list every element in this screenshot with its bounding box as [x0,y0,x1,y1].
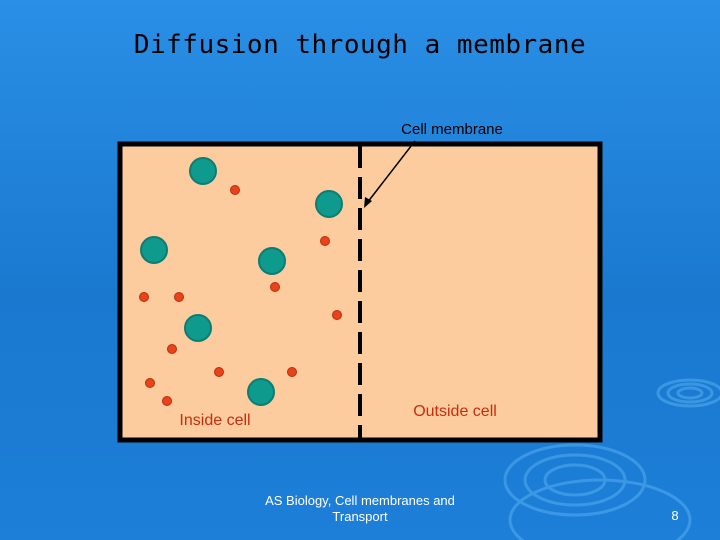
slide-footer: AS Biology, Cell membranes and Transport [265,493,455,524]
large-particle [315,190,343,218]
small-particle [167,344,177,354]
large-particle [189,157,217,185]
slide-title: Diffusion through a membrane [133,30,587,60]
outside-cell-label: Outside cell [413,403,497,420]
small-particle [270,282,280,292]
small-particle [145,378,155,388]
page-number: 8 [671,508,679,523]
large-particle [258,247,286,275]
arrow-head [364,197,372,208]
ripple-decoration [503,378,720,540]
large-particle [184,314,212,342]
small-particle [139,292,149,302]
large-particles [140,157,343,406]
small-particle [174,292,184,302]
small-particle [214,367,224,377]
membrane-pointer-arrow [366,140,416,204]
small-particle [162,396,172,406]
small-particles [139,185,342,406]
inside-cell-label: Inside cell [179,412,251,429]
small-particle [230,185,240,195]
small-particle [287,367,297,377]
membrane-label: Cell membrane [401,121,503,138]
small-particle [320,236,330,246]
small-particle [332,310,342,320]
large-particle [140,236,168,264]
large-particle [247,378,275,406]
